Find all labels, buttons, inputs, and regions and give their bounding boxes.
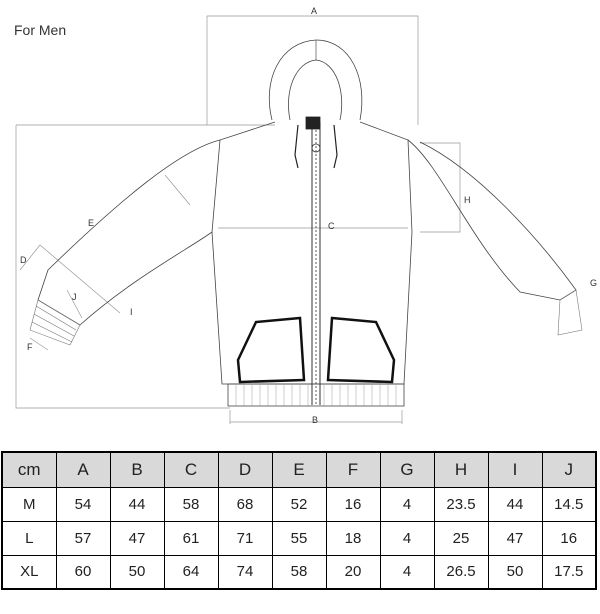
header-cell: I [487, 451, 543, 488]
diagram-label-a: A [311, 6, 317, 16]
header-cell: D [217, 451, 273, 488]
table-row: XL 60 50 64 74 58 20 4 26.5 50 17.5 [1, 554, 597, 590]
value-cell: 26.5 [433, 554, 489, 590]
header-cell: B [109, 451, 165, 488]
header-cell: cm [1, 451, 57, 488]
header-cell: E [271, 451, 327, 488]
header-cell: G [379, 451, 435, 488]
value-cell: 20 [325, 554, 381, 590]
value-cell: 47 [109, 520, 165, 556]
header-cell: F [325, 451, 381, 488]
size-cell: L [1, 520, 57, 556]
diagram-label-e: E [88, 218, 94, 228]
diagram-label-h: H [464, 195, 471, 205]
value-cell: 52 [271, 486, 327, 522]
value-cell: 71 [217, 520, 273, 556]
value-cell: 14.5 [541, 486, 597, 522]
value-cell: 25 [433, 520, 489, 556]
value-cell: 44 [487, 486, 543, 522]
diagram-label-f: F [27, 342, 33, 352]
header-cell: J [541, 451, 597, 488]
table-row: M 54 44 58 68 52 16 4 23.5 44 14.5 [1, 486, 597, 522]
size-chart-table: cm A B C D E F G H I J M 54 44 58 68 52 … [1, 451, 597, 590]
value-cell: 4 [379, 554, 435, 590]
value-cell: 16 [325, 486, 381, 522]
value-cell: 16 [541, 520, 597, 556]
value-cell: 4 [379, 520, 435, 556]
value-cell: 64 [163, 554, 219, 590]
value-cell: 60 [55, 554, 111, 590]
value-cell: 4 [379, 486, 435, 522]
diagram-label-b: B [312, 415, 318, 425]
header-cell: C [163, 451, 219, 488]
hoodie-measurement-diagram: A B C D E F G H I J [15, 6, 597, 425]
value-cell: 61 [163, 520, 219, 556]
page-title: For Men [14, 22, 67, 38]
value-cell: 17.5 [541, 554, 597, 590]
value-cell: 68 [217, 486, 273, 522]
value-cell: 54 [55, 486, 111, 522]
value-cell: 58 [163, 486, 219, 522]
value-cell: 55 [271, 520, 327, 556]
header-cell: A [55, 451, 111, 488]
diagram-label-g: G [590, 278, 597, 288]
value-cell: 23.5 [433, 486, 489, 522]
value-cell: 50 [487, 554, 543, 590]
diagram-label-d: D [20, 255, 27, 265]
table-row: L 57 47 61 71 55 18 4 25 47 16 [1, 520, 597, 556]
diagram-label-i: I [130, 307, 133, 317]
value-cell: 44 [109, 486, 165, 522]
value-cell: 57 [55, 520, 111, 556]
value-cell: 74 [217, 554, 273, 590]
value-cell: 58 [271, 554, 327, 590]
size-cell: XL [1, 554, 57, 590]
value-cell: 50 [109, 554, 165, 590]
value-cell: 47 [487, 520, 543, 556]
diagram-label-c: C [328, 221, 335, 231]
table-header-row: cm A B C D E F G H I J [1, 451, 597, 488]
value-cell: 18 [325, 520, 381, 556]
diagram-label-j: J [72, 292, 77, 302]
header-cell: H [433, 451, 489, 488]
size-cell: M [1, 486, 57, 522]
